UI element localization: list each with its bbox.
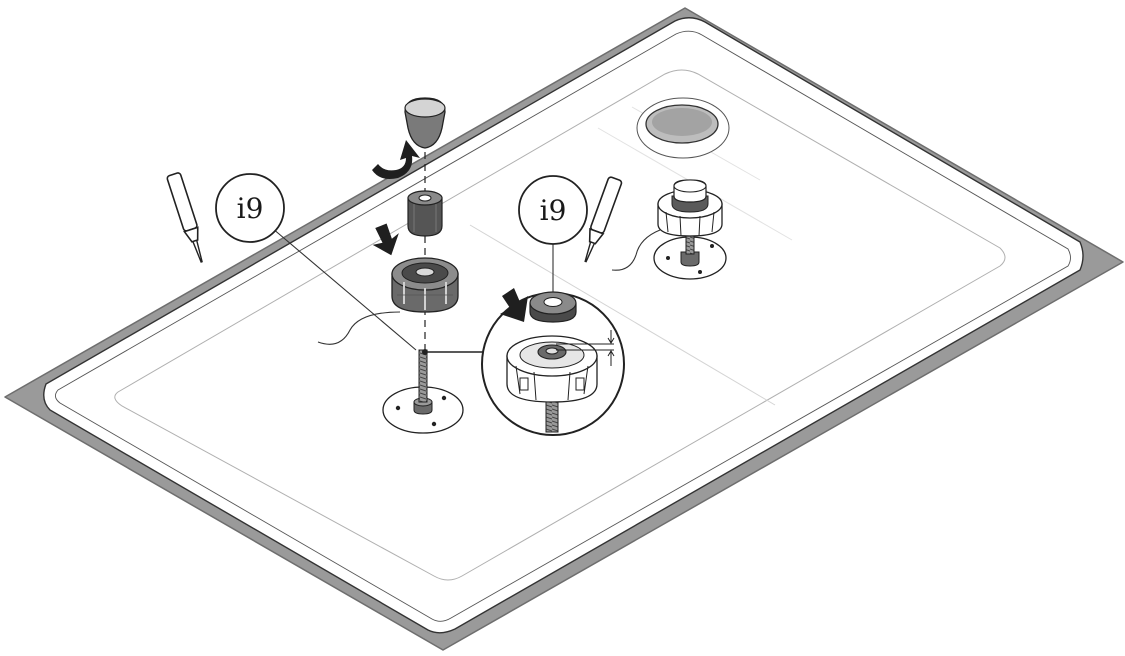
foot-cap [404, 97, 446, 149]
detail-magnifier [481, 292, 625, 436]
foot-adjusting-wheel [391, 257, 459, 313]
callout-right-label: i9 [540, 194, 567, 227]
rotate-arrow-icon [372, 140, 420, 179]
drain-outlet [636, 97, 730, 159]
tray-inner-lip [55, 30, 1071, 622]
rubber-washer [529, 291, 577, 323]
foot-nut-sleeve [407, 190, 443, 237]
cable-left [317, 311, 401, 345]
callout-left-circle [215, 173, 285, 243]
sealant-tube-icon [166, 172, 203, 263]
down-arrow-icon [500, 288, 528, 322]
callout-right: i9 [518, 175, 588, 292]
foot-bolt-base [382, 349, 464, 434]
callout-left-label: i9 [237, 192, 264, 225]
callout-left: i9 [215, 173, 417, 351]
assembled-foot [653, 179, 727, 280]
detail-wheel [506, 335, 598, 433]
down-arrow-icon [372, 223, 399, 256]
exploded-foot-assembly [372, 97, 488, 434]
sealant-tube-icon [584, 176, 623, 263]
tray-basin-edge [114, 69, 1006, 581]
callout-right-circle [518, 175, 588, 245]
cable-right [611, 229, 661, 271]
gap-measure-marker [556, 330, 615, 366]
